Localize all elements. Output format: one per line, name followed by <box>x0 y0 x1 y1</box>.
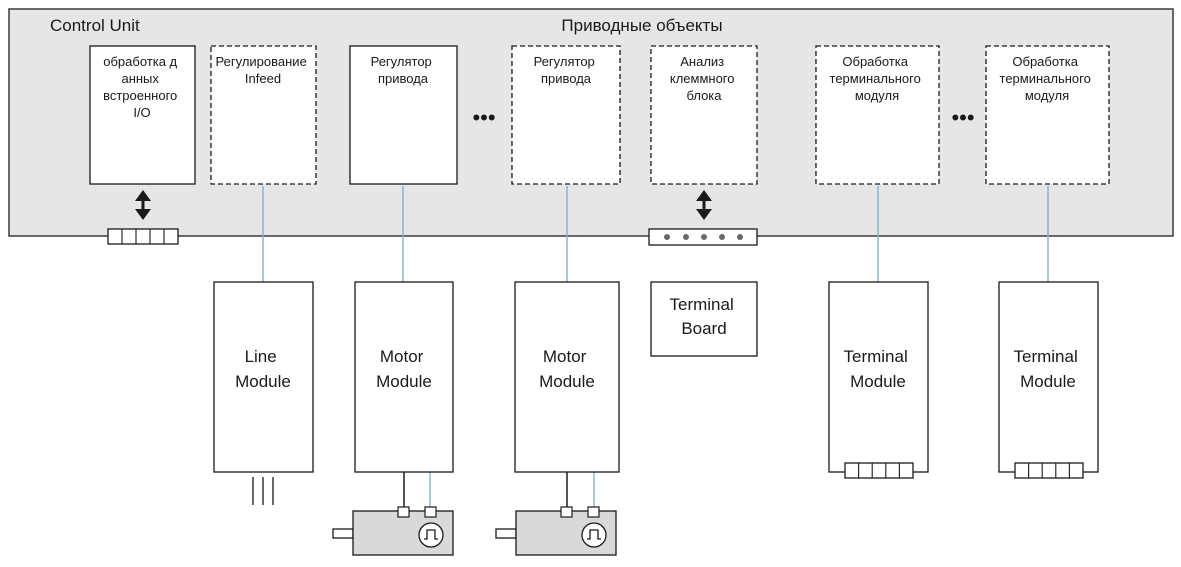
svg-text:Terminal Module: Terminal Module <box>1014 347 1083 391</box>
svg-text:Регулятор привода: Регулятор привода <box>534 54 599 86</box>
svg-text:обработка д анных: обработка д анных встроенного I/O <box>103 54 181 120</box>
block-drive-controller-2: Регулятор привода <box>511 45 621 185</box>
onboard-io-connector <box>107 228 179 245</box>
svg-text:Line Module: Line Module <box>235 347 291 391</box>
line-module-supply-wires <box>252 477 274 505</box>
line-module: Line Module <box>213 281 314 473</box>
svg-text:Обработка терминального: Обработка терминального модуля <box>830 54 925 103</box>
motor-module-1: Motor Module <box>354 281 454 473</box>
svg-text:Обработка терминального: Обработка терминального модуля <box>1000 54 1095 103</box>
svg-text:Motor Module: Motor Module <box>376 347 432 391</box>
encoder-icon-2 <box>581 522 607 548</box>
control-unit-title: Control Unit <box>50 16 140 35</box>
terminal-board: Terminal Board <box>650 281 758 357</box>
svg-text:Motor Module: Motor Module <box>539 347 595 391</box>
terminal-module-2-connector <box>1014 462 1084 479</box>
svg-text:Регулирование Infeed: Регулирование Infeed <box>216 54 311 86</box>
block-embedded-io: обработка д анных встроенного I/O <box>89 45 196 185</box>
svg-text:Анализ клеммного б: Анализ клеммного блока <box>670 54 738 103</box>
svg-text:•••: ••• <box>472 105 495 130</box>
ellipsis-1: ••• <box>472 105 495 130</box>
bidirectional-arrow-io <box>135 190 151 220</box>
terminal-module-1-connector <box>844 462 914 479</box>
block-drive-controller-1: Регулятор привода <box>349 45 458 185</box>
encoder-icon-1 <box>418 522 444 548</box>
motor-module-2: Motor Module <box>514 281 620 473</box>
terminal-module-1: Terminal Module <box>828 281 929 473</box>
terminal-module-2: Terminal Module <box>998 281 1099 473</box>
block-terminal-board-eval: Анализ клеммного блока <box>650 45 758 185</box>
svg-text:Регулятор привода: Регулятор привода <box>371 54 436 86</box>
block-infeed-control: Регулирование Infeed <box>210 45 317 185</box>
drive-objects-title: Приводные объекты <box>561 16 722 35</box>
block-terminal-module-eval-2: Обработка терминального модуля <box>985 45 1110 185</box>
bidirectional-arrow-tb <box>696 190 712 220</box>
svg-text:Terminal Board: Terminal Board <box>670 295 739 338</box>
block-terminal-module-eval-1: Обработка терминального модуля <box>815 45 940 185</box>
option-slot-connector <box>648 228 758 246</box>
svg-text:•••: ••• <box>951 105 974 130</box>
ellipsis-2: ••• <box>951 105 974 130</box>
svg-text:Terminal Module: Terminal Module <box>844 347 913 391</box>
connection-lines <box>262 186 1049 511</box>
